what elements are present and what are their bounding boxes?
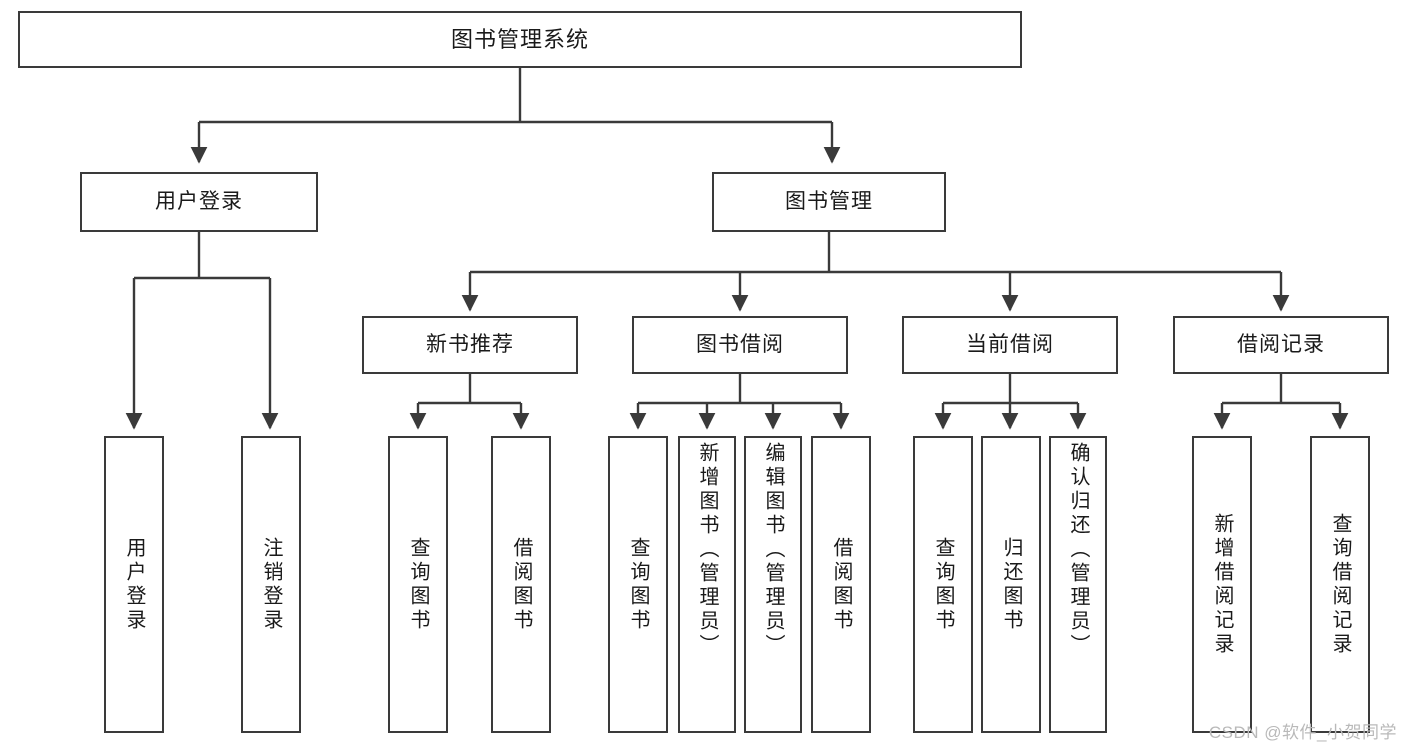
node-book-borrow[interactable]: 图书借阅 [632,316,848,374]
node-leaf-add-record-label: 新增借阅记录 [1211,512,1233,657]
node-leaf-borrow-book-2[interactable]: 借阅图书 [811,436,871,733]
node-leaf-add-book[interactable]: 新增图书（管理员） [678,436,736,733]
node-leaf-add-record[interactable]: 新增借阅记录 [1192,436,1252,733]
node-leaf-return-book[interactable]: 归还图书 [981,436,1041,733]
node-leaf-return-book-label: 归还图书 [1000,536,1022,633]
node-leaf-add-book-label: 新增图书（管理员） [696,442,718,658]
node-root-label: 图书管理系统 [450,26,589,52]
node-leaf-user-login[interactable]: 用户登录 [104,436,164,733]
node-root[interactable]: 图书管理系统 [18,11,1022,68]
node-leaf-borrow-book-2-label: 借阅图书 [830,536,852,633]
node-leaf-query-book-1[interactable]: 查询图书 [388,436,448,733]
node-book-borrow-label: 图书借阅 [696,332,784,356]
node-current-borrow[interactable]: 当前借阅 [902,316,1118,374]
node-user-login[interactable]: 用户登录 [80,172,318,232]
node-leaf-borrow-book-1-label: 借阅图书 [510,536,532,633]
node-leaf-query-record[interactable]: 查询借阅记录 [1310,436,1370,733]
node-user-login-label: 用户登录 [155,189,243,213]
node-new-book-recommend[interactable]: 新书推荐 [362,316,578,374]
node-leaf-query-book-3[interactable]: 查询图书 [913,436,973,733]
node-leaf-query-book-1-label: 查询图书 [407,536,429,633]
node-borrow-record-label: 借阅记录 [1237,332,1325,356]
node-leaf-query-book-2[interactable]: 查询图书 [608,436,668,733]
node-current-borrow-label: 当前借阅 [966,332,1054,356]
node-borrow-record[interactable]: 借阅记录 [1173,316,1389,374]
node-leaf-logout-login-label: 注销登录 [260,536,282,633]
node-book-manage-label: 图书管理 [785,189,873,213]
node-new-book-recommend-label: 新书推荐 [426,332,514,356]
node-leaf-edit-book[interactable]: 编辑图书（管理员） [744,436,802,733]
node-leaf-confirm-return[interactable]: 确认归还（管理员） [1049,436,1107,733]
node-leaf-borrow-book-1[interactable]: 借阅图书 [491,436,551,733]
node-leaf-confirm-return-label: 确认归还（管理员） [1067,442,1089,658]
node-leaf-query-book-2-label: 查询图书 [627,536,649,633]
node-book-manage[interactable]: 图书管理 [712,172,946,232]
node-leaf-logout-login[interactable]: 注销登录 [241,436,301,733]
node-leaf-query-record-label: 查询借阅记录 [1329,512,1351,657]
node-leaf-edit-book-label: 编辑图书（管理员） [762,442,784,658]
node-leaf-user-login-label: 用户登录 [123,536,145,633]
csdn-watermark: CSDN @软件_小贺同学 [1208,723,1397,742]
node-leaf-query-book-3-label: 查询图书 [932,536,954,633]
